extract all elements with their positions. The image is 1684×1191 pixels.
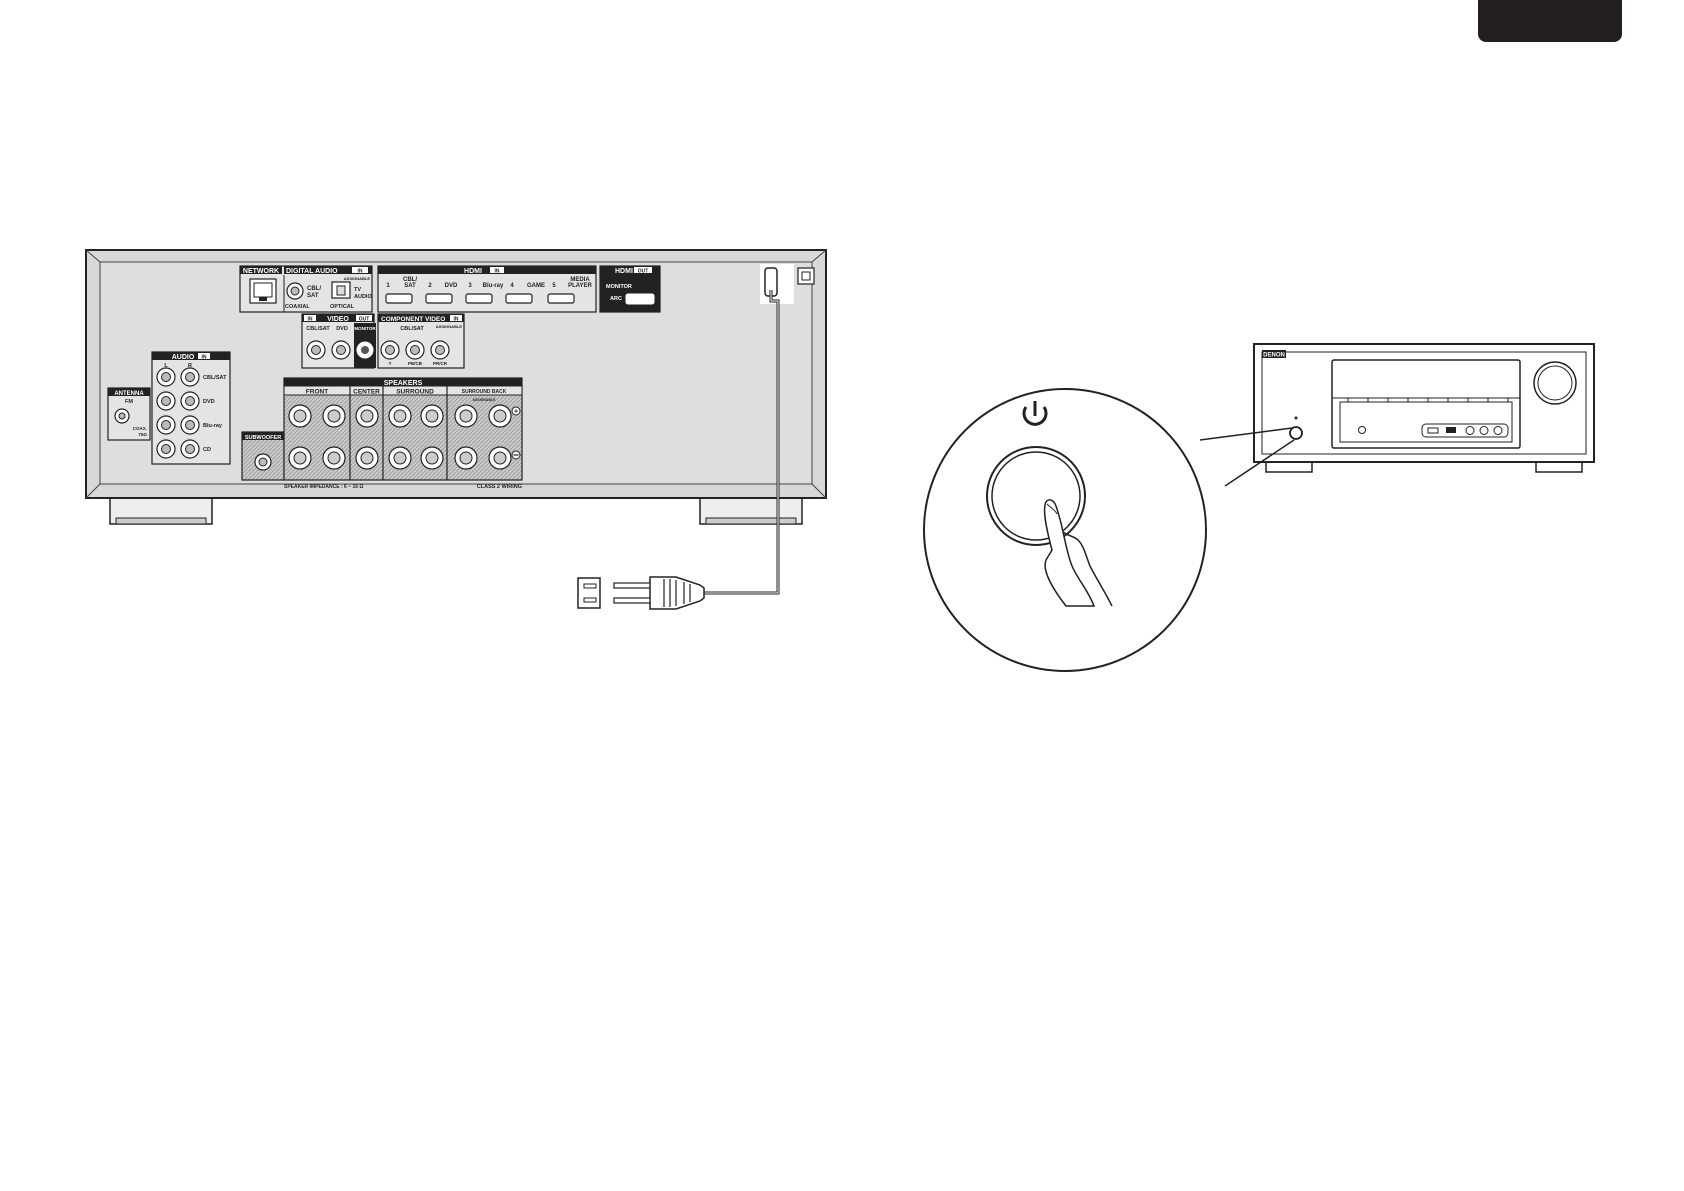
speakers-label: SPEAKERS: [384, 380, 423, 387]
audio-jacks: [156, 367, 200, 459]
svg-text:ASSIGNABLE: ASSIGNABLE: [344, 276, 371, 281]
rear-panel: NETWORK DIGITAL AUDIO IN ASSIGNABLE CBL/…: [85, 249, 827, 525]
zoom-callout: [1199, 427, 1295, 487]
surround-back-label: SURROUND BACK: [462, 389, 507, 395]
svg-text:CD: CD: [203, 447, 211, 453]
svg-text:Y: Y: [388, 361, 391, 366]
svg-text:DVD: DVD: [445, 283, 458, 289]
svg-text:ARC: ARC: [610, 296, 622, 302]
svg-text:COAXIAL: COAXIAL: [285, 304, 310, 310]
svg-text:IN: IN: [308, 317, 313, 323]
ac-plug-icon: [613, 576, 705, 610]
wall-outlet-icon: [577, 577, 601, 609]
power-cord: [702, 290, 780, 595]
svg-text:CBL/SAT: CBL/SAT: [400, 326, 424, 332]
svg-text:4: 4: [510, 283, 514, 289]
svg-text:5: 5: [552, 283, 556, 289]
audio-label: AUDIO: [172, 354, 195, 361]
svg-text:R: R: [188, 363, 192, 369]
svg-text:TV: TV: [354, 287, 361, 293]
svg-text:OPTICAL: OPTICAL: [330, 304, 355, 310]
svg-text:CBL/SAT: CBL/SAT: [306, 326, 330, 332]
svg-text:2: 2: [428, 283, 432, 289]
speaker-terminals: [288, 404, 512, 470]
svg-text:L: L: [164, 363, 168, 369]
surround-label: SURROUND: [396, 389, 434, 396]
network-label: NETWORK: [243, 268, 279, 275]
svg-text:IN: IN: [202, 355, 207, 361]
svg-text:PR/CR: PR/CR: [433, 361, 448, 366]
svg-text:IN: IN: [454, 317, 459, 323]
svg-text:PB/CB: PB/CB: [408, 361, 423, 366]
component-video-label: COMPONENT VIDEO: [381, 316, 445, 323]
svg-text:COAX.: COAX.: [133, 426, 147, 431]
svg-text:HDMI: HDMI: [615, 268, 633, 275]
svg-text:MEDIA: MEDIA: [570, 277, 590, 283]
front-label: FRONT: [306, 389, 328, 396]
center-label: CENTER: [353, 389, 380, 396]
power-button-small[interactable]: [1289, 426, 1303, 440]
page-tab: [1478, 0, 1622, 42]
svg-text:OUT: OUT: [359, 317, 370, 323]
svg-text:MONITOR: MONITOR: [354, 326, 376, 331]
svg-text:AUDIO: AUDIO: [354, 294, 372, 300]
subwoofer-label: SUBWOOFER: [245, 435, 281, 441]
svg-text:PLAYER: PLAYER: [568, 283, 592, 289]
svg-text:75Ω: 75Ω: [138, 432, 147, 437]
zoom-circle: [923, 388, 1207, 672]
svg-text:DVD: DVD: [203, 399, 215, 405]
svg-text:OUT: OUT: [638, 269, 649, 275]
hdmi-out-port: [625, 293, 655, 305]
svg-text:MONITOR: MONITOR: [606, 284, 632, 290]
svg-text:ASSIGNABLE: ASSIGNABLE: [473, 398, 497, 402]
antenna-label: ANTENNA: [114, 391, 144, 397]
hdmi-in-ports: [385, 293, 575, 304]
svg-text:SAT: SAT: [404, 283, 416, 289]
power-icon: [1022, 401, 1048, 426]
digital-audio-label: DIGITAL AUDIO: [286, 268, 338, 275]
svg-text:CBL/SAT: CBL/SAT: [203, 375, 227, 381]
svg-text:DVD: DVD: [336, 326, 348, 332]
hdmi-in-label: HDMI: [464, 268, 482, 275]
svg-text:+: +: [514, 409, 518, 416]
front-panel: DENON: [1253, 343, 1595, 473]
svg-text:Blu-ray: Blu-ray: [483, 283, 504, 289]
svg-text:IN: IN: [358, 269, 363, 275]
class2-label: CLASS 2 WIRING: [477, 484, 522, 490]
svg-text:1: 1: [386, 283, 390, 289]
svg-text:Blu-ray: Blu-ray: [203, 423, 223, 429]
hdmi-in-labels: 1 CBL/ SAT 2 DVD 3 Blu-ray 4 GAME 5 MEDI…: [386, 277, 592, 289]
svg-text:CBL/: CBL/: [307, 286, 321, 292]
svg-text:CBL/: CBL/: [403, 277, 417, 283]
pointing-hand-icon: [1043, 499, 1113, 607]
svg-text:VIDEO: VIDEO: [327, 316, 349, 323]
svg-text:IN: IN: [495, 269, 500, 275]
svg-text:3: 3: [468, 283, 472, 289]
svg-text:ASSIGNABLE: ASSIGNABLE: [436, 324, 463, 329]
brand-logo: DENON: [1263, 353, 1285, 359]
svg-text:FM: FM: [125, 399, 133, 405]
svg-text:GAME: GAME: [527, 283, 545, 289]
impedance-label: SPEAKER IMPEDANCE : 6 ~ 16 Ω: [284, 484, 363, 490]
svg-text:SAT: SAT: [307, 293, 319, 299]
